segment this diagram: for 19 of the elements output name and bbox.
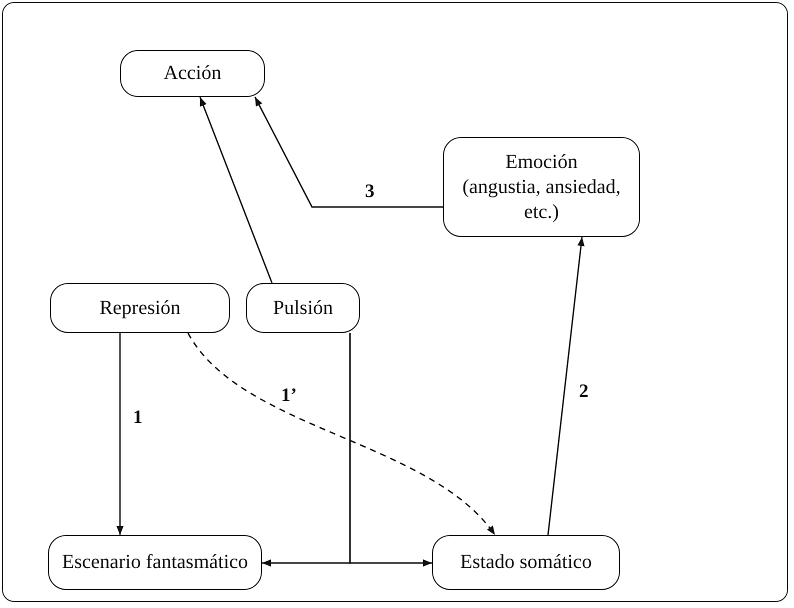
rounded-box — [246, 283, 360, 333]
arrow — [349, 333, 432, 567]
node-text: Acción — [164, 61, 222, 86]
node-text: Emoción — [505, 150, 578, 174]
rounded-box — [50, 283, 230, 333]
rounded-box — [120, 50, 265, 97]
rounded-box — [48, 535, 262, 590]
dashed-arrow — [187, 332, 496, 536]
node-text: (angustia, ansiedad, etc.) — [461, 174, 622, 224]
arrow — [254, 96, 443, 208]
node-text: Escenario fantasmático — [62, 550, 248, 575]
rounded-box — [432, 535, 620, 590]
arrow — [199, 96, 273, 284]
rounded-box — [443, 137, 640, 237]
arrow — [116, 333, 124, 535]
node-text: Represión — [99, 296, 181, 320]
arrow — [547, 236, 585, 536]
node-text: Pulsión — [272, 296, 334, 320]
node-text: Estado somático — [460, 550, 592, 575]
